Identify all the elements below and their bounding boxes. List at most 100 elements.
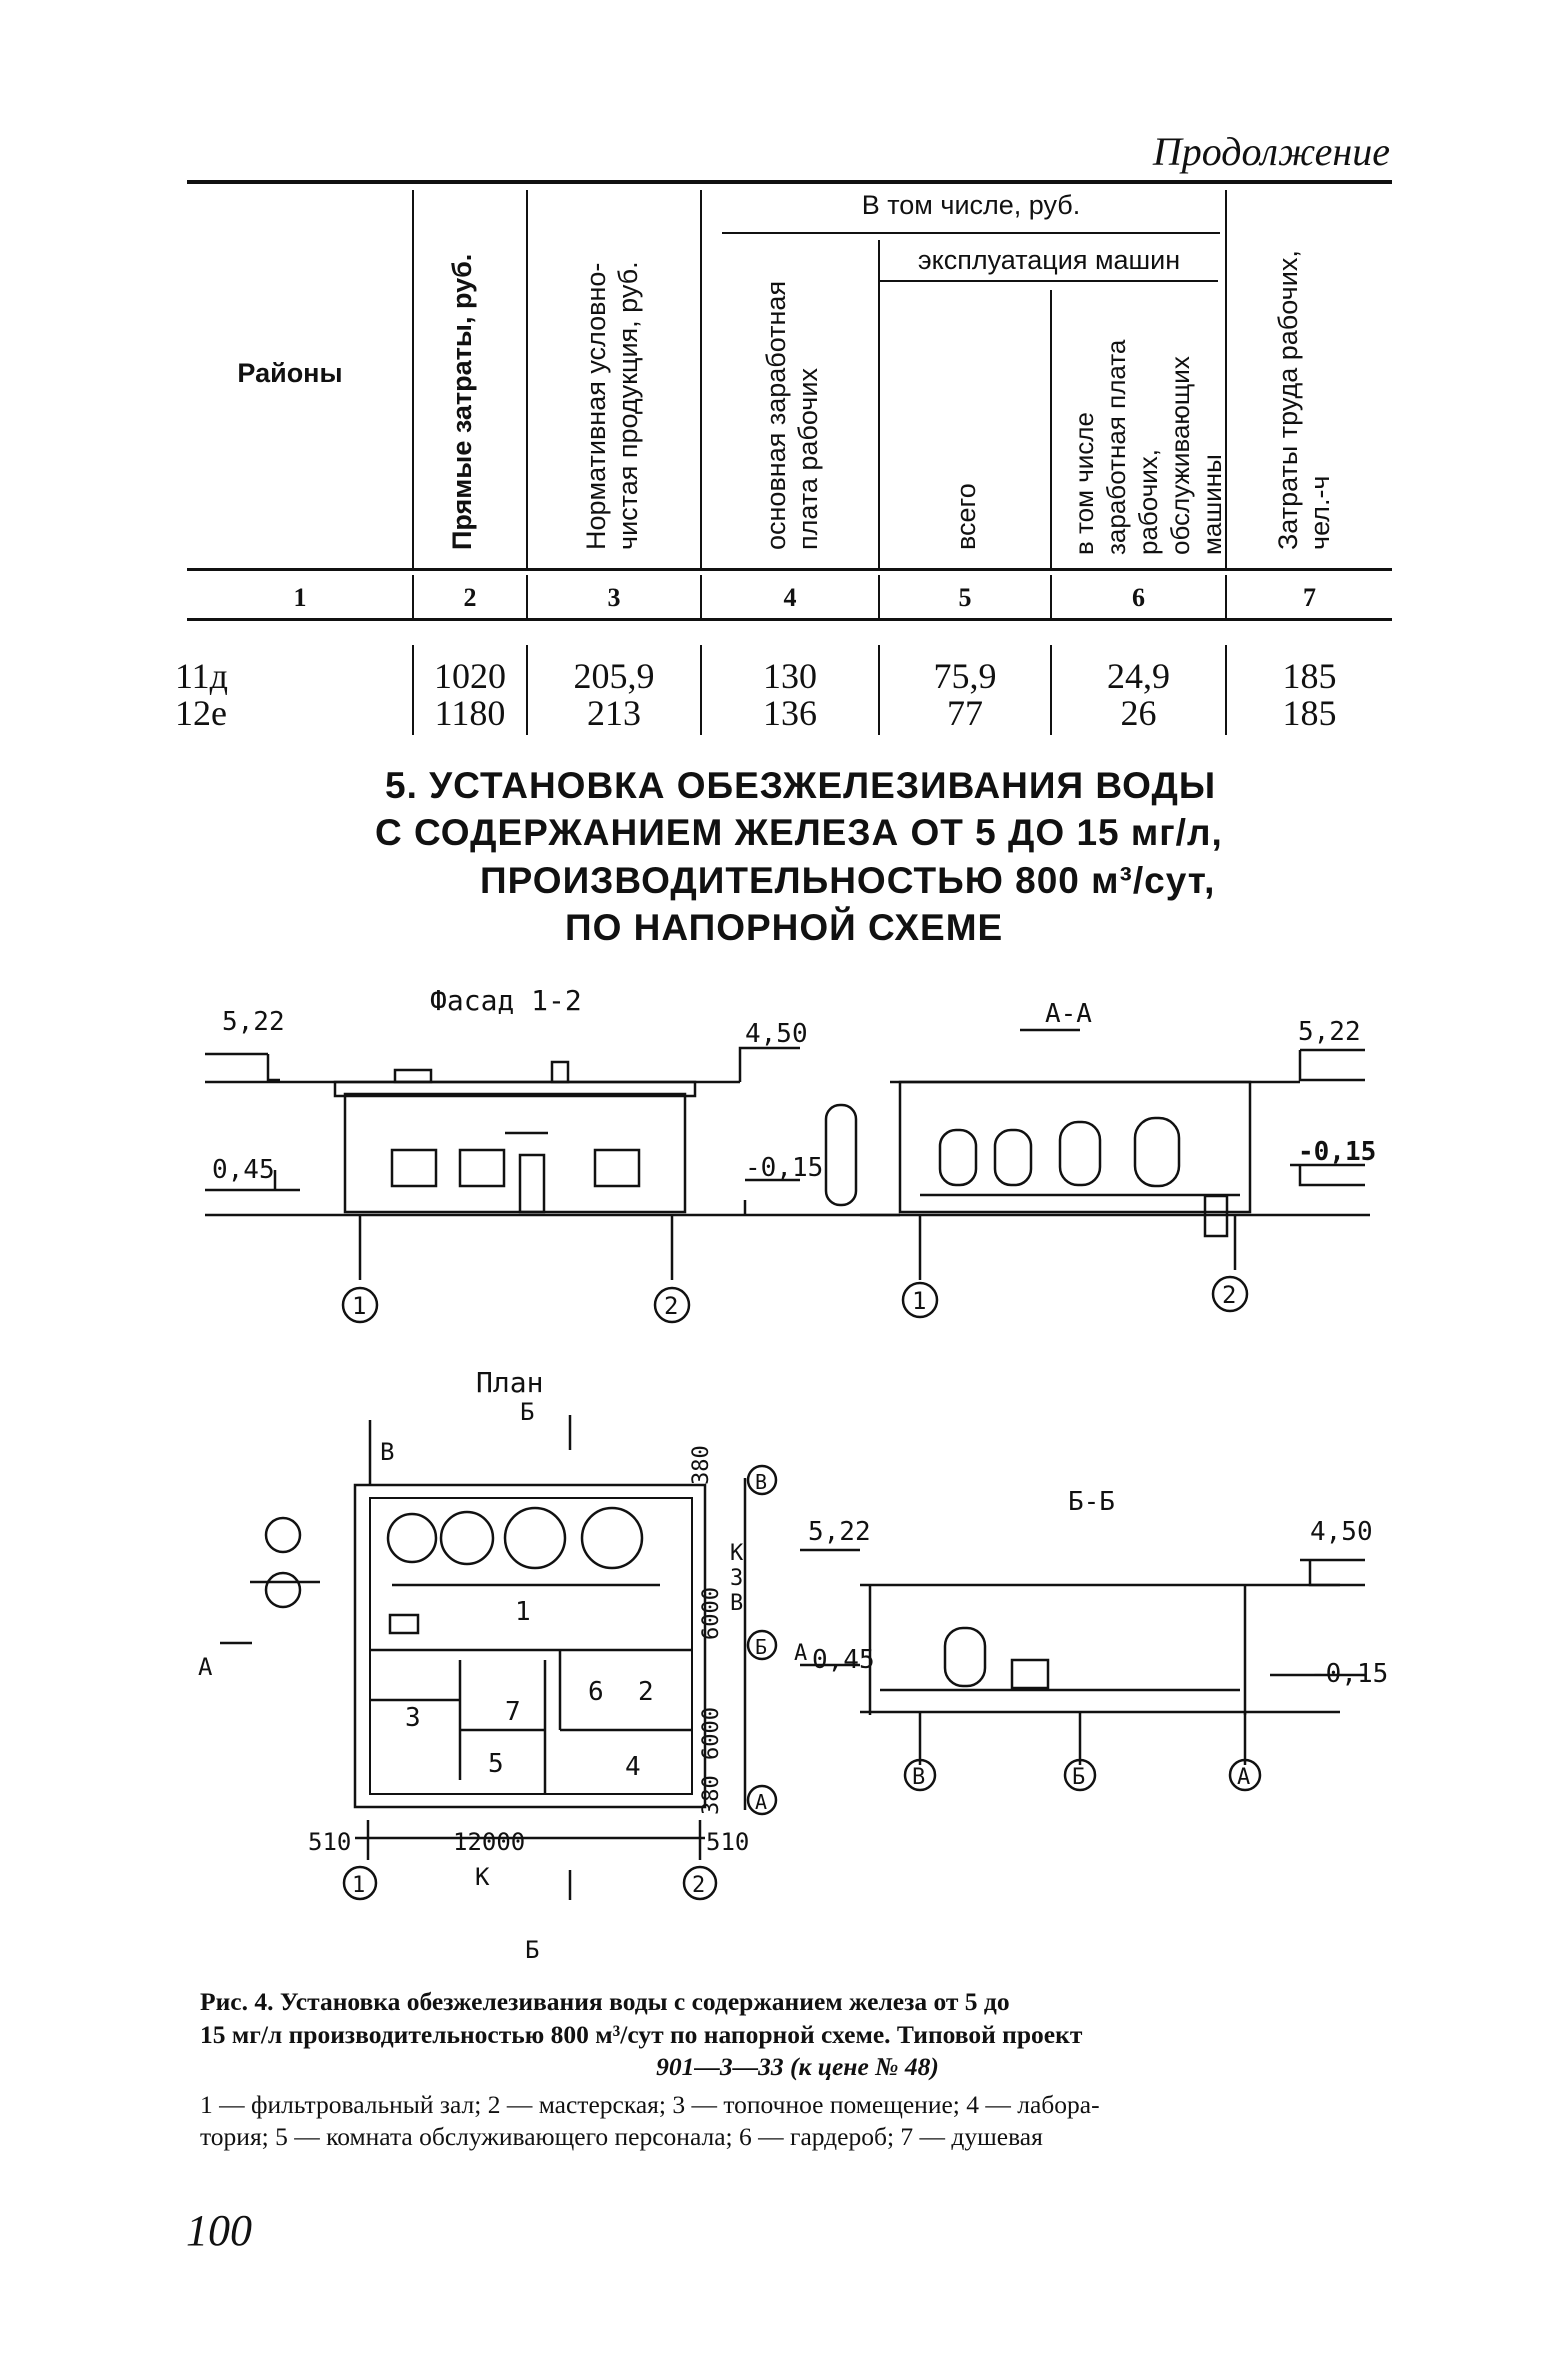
section-title-line1: 5. УСТАНОВКА ОБЕЗЖЕЛЕЗИВАНИЯ ВОДЫ — [385, 765, 1217, 806]
facade-roof — [333, 1080, 697, 1098]
axis-marker-V-bb — [903, 1758, 937, 1792]
row1-normative: 205,9 — [573, 656, 655, 696]
header-group-incl: В том числе, руб. — [861, 190, 1081, 220]
plan-pipe-K: К — [730, 1541, 744, 1566]
figure-caption-line3: 901—3—33 (к цене № 48) — [656, 2052, 939, 2081]
plan-cut-A: А — [198, 1653, 213, 1681]
row2-total: 77 — [947, 693, 983, 733]
axis-V-bb: В — [912, 1765, 925, 1790]
subgroup-header-rule — [880, 280, 1218, 282]
facade-label: Фасад 1-2 — [430, 984, 582, 1017]
elev-450-marker — [738, 1046, 800, 1082]
colnum-6: 6 — [1132, 583, 1145, 612]
col-divider-4 — [878, 240, 880, 570]
table-colnum-bottom-rule — [187, 618, 1392, 621]
row1-total: 75,9 — [933, 656, 997, 696]
figure-caption-line1: Рис. 4. Установка обезжелезивания воды с… — [200, 1987, 1010, 2016]
figure-caption-line2: 15 мг/л производительностью 800 м³/сут п… — [200, 2020, 1083, 2049]
numrow-divider-4 — [878, 575, 880, 618]
plan-pipe-A: А — [794, 1641, 807, 1666]
facade-window-3 — [593, 1148, 641, 1188]
room-7: 7 — [505, 1697, 521, 1727]
figure-legend-line2: тория; 5 — комната обслуживающего персон… — [200, 2122, 1043, 2151]
technical-drawing: Фасад 1-2 5,22 0,45 4,50 -0,15 1 2 А-А 5… — [198, 984, 1388, 1960]
axis-1-plan: 1 — [352, 1873, 365, 1898]
facade-building — [343, 1092, 687, 1214]
room-2: 2 — [638, 1677, 654, 1707]
room-4: 4 — [625, 1752, 641, 1782]
group-header-rule — [722, 232, 1220, 234]
section-aa-label: А-А — [1045, 999, 1092, 1029]
axis-1-aa: 1 — [912, 1287, 926, 1315]
numrow-divider-1 — [412, 575, 414, 618]
colnum-4: 4 — [783, 583, 797, 612]
room-1: 1 — [515, 1597, 531, 1627]
page-number: 100 — [186, 2206, 252, 2255]
facade-window-1 — [390, 1148, 438, 1188]
body-divider-1 — [412, 645, 414, 735]
axis-marker-A-plan — [746, 1784, 778, 1816]
plan-pipe-Z: З — [730, 1566, 743, 1591]
header-machine-operation: эксплуатация машин — [917, 245, 1181, 275]
room-3: 3 — [405, 1703, 421, 1733]
section-aa-filter-2 — [993, 1128, 1033, 1187]
plan-dim-510-left: 510 — [308, 1828, 351, 1856]
facade-vent-2 — [550, 1060, 570, 1084]
plan-dim-6000-top: 6000 — [699, 1587, 724, 1640]
colnum-5: 5 — [958, 583, 972, 612]
plan-outer-wall — [353, 1483, 707, 1809]
axis-marker-2-aa — [1211, 1275, 1249, 1313]
body-divider-3 — [700, 645, 702, 735]
row2-wages: 136 — [763, 693, 817, 733]
plan-cut-B-bottom: Б — [525, 1936, 539, 1960]
numrow-divider-5 — [1050, 575, 1052, 618]
facade-window-2 — [458, 1148, 506, 1188]
plan-filter-3 — [503, 1506, 567, 1570]
header-rayony: Районы — [237, 358, 343, 388]
facade-tank — [824, 1103, 858, 1207]
axis-B-bb: Б — [1072, 1765, 1085, 1790]
row2-labor: 185 — [1282, 693, 1337, 733]
table-top-rule — [187, 180, 1392, 184]
body-divider-2 — [526, 645, 528, 735]
row1-incl: 24,9 — [1107, 656, 1170, 696]
continuation-label: Продолжение — [1152, 129, 1390, 174]
colnum-2: 2 — [463, 583, 477, 612]
header-incl-wages-machines: в том числе заработная плата рабочих, об… — [1069, 339, 1227, 555]
plan-filter-4 — [580, 1506, 644, 1570]
section-aa-filter-3 — [1058, 1120, 1102, 1187]
plan-outside-tank-1 — [264, 1516, 302, 1554]
room-6: 6 — [588, 1677, 604, 1707]
section-title-line4: ПО НАПОРНОЙ СХЕМЕ — [565, 907, 1004, 948]
axis-V-plan: В — [755, 1470, 767, 1494]
row2-region: 12е — [175, 693, 227, 733]
elev-015-aa: -0,15 — [1298, 1137, 1376, 1167]
section-bb-valve — [1010, 1658, 1050, 1690]
header-normative-product: Нормативная условно-чистая продукция, ру… — [581, 261, 643, 550]
col-divider-6 — [1225, 190, 1227, 570]
elev-522-arrow — [266, 1054, 280, 1082]
axis-marker-2-facade — [653, 1286, 691, 1324]
axis-A-plan: А — [755, 1790, 767, 1814]
row1-wages: 130 — [763, 656, 817, 696]
axis-A-bb: А — [1237, 1765, 1250, 1790]
axis-marker-1-plan — [342, 1865, 378, 1901]
col-divider-3 — [700, 190, 702, 570]
plan-pump — [388, 1613, 420, 1635]
row1-labor: 185 — [1282, 656, 1337, 696]
plan-dim-380-top: 380 — [689, 1445, 714, 1485]
section-aa-frame — [898, 1080, 1252, 1214]
plan-filter-1 — [386, 1512, 438, 1564]
plan-dim-12000: 12000 — [453, 1828, 525, 1856]
facade-door — [518, 1153, 546, 1214]
plan-outside-tank-2 — [264, 1571, 302, 1609]
axis-marker-B-bb — [1063, 1758, 1097, 1792]
table-header-bottom-rule — [187, 568, 1392, 571]
plan-cut-B-top: Б — [520, 1398, 534, 1426]
header-labor-costs: Затраты труда рабочих, чел.-ч — [1273, 250, 1335, 550]
section-bb-label: Б-Б — [1068, 1487, 1115, 1517]
plan-cut-V: В — [380, 1438, 394, 1466]
row1-direct: 1020 — [434, 656, 506, 696]
elev-450-bb: 4,50 — [1310, 1517, 1373, 1547]
section-aa-filter-1 — [938, 1128, 978, 1187]
